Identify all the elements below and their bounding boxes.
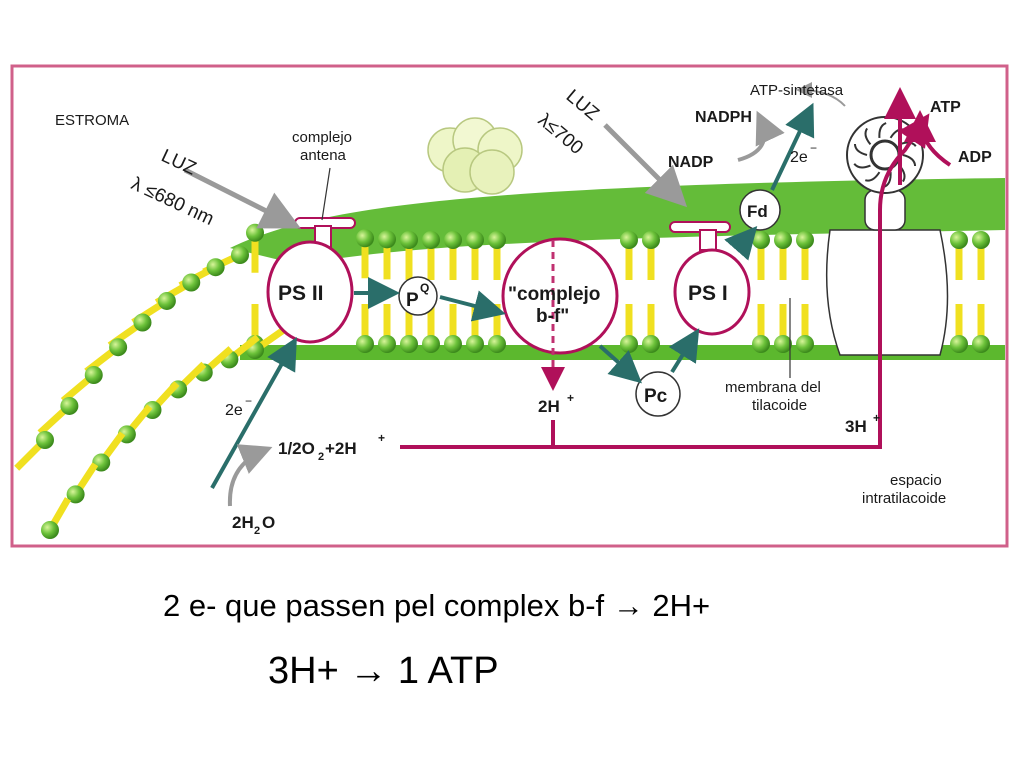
arrow-pc-ps1 [668,328,700,374]
label-complejo-antena-2: antena [300,147,347,164]
arrow-ps1-fd [724,225,758,261]
label-half-o2: 1/2O [278,439,315,458]
light-harvesting-complex [427,117,523,195]
label-pq-sup: Q [420,281,429,295]
label-o2-sub: 2 [318,451,324,463]
arrow-nadp-nadph [737,110,785,162]
label-membrana-1: membrana del [725,379,821,396]
label-2h-plus: 2H [538,397,560,416]
plastocyanin [635,371,681,417]
label-complejo-bf-1: "complejo [508,284,600,305]
arrow-fd-up [770,102,815,191]
label-2e-left-sup: − [245,394,252,408]
phospholipid-curve [14,246,287,539]
label-nadph: NADPH [695,109,752,126]
label-nadp: NADP [668,154,714,171]
label-fd: Fd [747,202,768,221]
label-h2o-sub: 2 [254,525,260,537]
label-complejo-antena-1: complejo [292,129,352,146]
label-membrana-2: tilacoide [752,397,807,414]
label-estroma: ESTROMA [55,112,129,129]
label-2e-left: 2e [225,402,243,419]
label-3h-plus: 3H [845,417,867,436]
label-3h-plus-sup: + [873,411,880,425]
label-pc: Pc [644,386,668,407]
light-arrow-left [183,167,301,229]
label-plus-2h: +2H [325,439,357,458]
label-pq: P [406,290,419,311]
label-2h-plus-sup: + [567,391,574,405]
label-ps1: PS I [688,282,728,305]
photosynthesis-diagram: ESTROMA complejo antena LUZ λ ≤680 nm LU… [10,64,1009,548]
label-atp: ATP [930,99,961,116]
adp-arrow [904,110,952,167]
arrow-synthase-label [796,82,846,107]
label-2e-top-sup: − [810,141,817,155]
light-arrow-right [603,123,688,208]
label-adp: ADP [958,149,992,166]
label-plus-2h-sup: + [378,431,385,445]
label-espacio-2: intratilacoide [862,490,946,507]
caption-line-2: 3H+ → 1 ATP [268,650,499,692]
label-espacio-1: espacio [890,472,942,489]
antena-pointer [321,167,331,221]
label-atp-sintetasa: ATP-sintetasa [750,82,844,99]
label-2h2o-a: 2H [232,513,254,532]
photosystem-1 [669,221,751,336]
arrow-water-oxygen [227,444,273,507]
arrow-water-ps2 [210,337,297,489]
caption-line-1: 2 e- que passen pel complex b-f → 2H+ [163,588,711,623]
arrow-bf-pc [598,344,642,384]
ferredoxin [739,189,781,231]
label-complejo-bf-2: b-f" [536,306,569,327]
proton-pathway [400,113,930,449]
photosystem-2 [266,217,356,344]
label-2e-top: 2e [790,149,808,166]
label-ps2: PS II [278,282,324,305]
label-2h2o-b: O [262,513,275,532]
arrow-pq-bf [439,290,506,322]
